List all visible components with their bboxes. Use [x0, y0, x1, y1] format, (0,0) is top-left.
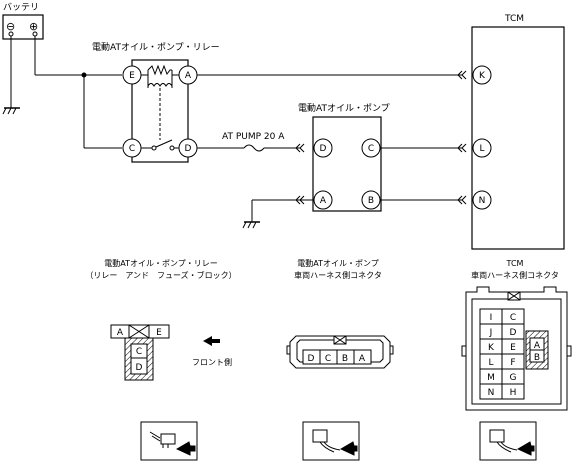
relay-connector-illustration: [140, 421, 198, 461]
relay-coil: [141, 64, 179, 88]
relay-pin-a: A: [185, 71, 192, 81]
tcm-cell-k: K: [488, 343, 495, 353]
tcm-cell-a: A: [534, 341, 541, 351]
tcm-connector-title-1: TCM: [506, 259, 524, 268]
tcm-pin-n: N: [479, 196, 486, 206]
relay-box: [131, 59, 189, 163]
pump-cell-a: A: [359, 354, 366, 364]
tcm-cell-c: C: [510, 313, 516, 323]
front-label: フロント側: [192, 357, 232, 367]
relay-label: 電動ATオイル・ポンプ・リレー: [92, 42, 220, 53]
battery-plus: ⊕: [29, 20, 38, 33]
tcm-cell-l: L: [488, 358, 493, 368]
relay-cell-a: A: [117, 328, 124, 338]
tcm-pin-l: L: [479, 144, 484, 154]
tcm-connector-illustration: [479, 421, 537, 461]
pump-cell-c: C: [325, 354, 331, 364]
tcm-pin-l-circle: [472, 138, 492, 158]
relay-pin-e: E: [129, 71, 135, 81]
relay-cell-e: E: [156, 328, 162, 338]
battery-terminal-plus: [32, 31, 38, 37]
tcm-cell-h: H: [510, 388, 517, 398]
pump-connector-title-2: 車両ハーネス側コネクタ: [294, 270, 382, 280]
tcm-cell-d: D: [510, 328, 517, 338]
relay-cell-c: C: [136, 347, 142, 357]
ground-symbol-battery: [2, 107, 20, 115]
tcm-cell-i: I: [490, 313, 493, 323]
relay-connector-title-1: 電動ATオイル・ポンプ・リレー: [104, 259, 218, 268]
pump-connector-illustration: [302, 421, 360, 461]
pump-pin-c: C: [368, 144, 374, 154]
relay-connector-title-2: （リレー アンド フューズ・ブロック）: [85, 270, 236, 280]
pump-box: [312, 116, 382, 212]
tcm-pin-k-circle: [472, 65, 492, 85]
tcm-cell-j: J: [489, 328, 493, 338]
battery-minus: ⊖: [6, 20, 15, 33]
tcm-box: [471, 26, 565, 250]
pump-pin-d: D: [320, 144, 327, 154]
battery-terminal-minus: [8, 31, 14, 37]
pump-pin-d-circle: [313, 138, 333, 158]
pump-pin-b: B: [368, 196, 374, 206]
tcm-cell-e: E: [510, 343, 516, 353]
relay-connector-view: [110, 324, 170, 381]
tcm-cell-n: N: [488, 388, 495, 398]
connector-mark: [295, 143, 305, 153]
tcm-cell-f: F: [510, 358, 515, 368]
pump-pin-a: A: [320, 196, 327, 206]
tcm-pin-k: K: [479, 71, 486, 81]
relay-switch: [141, 139, 179, 151]
relay-pin-d: D: [185, 144, 192, 154]
tcm-cell-m: M: [487, 373, 495, 383]
ground-symbol-pump: [242, 221, 260, 229]
pump-cell-d: D: [308, 354, 315, 364]
relay-pin-c: C: [129, 144, 135, 154]
pump-connector-view: [286, 335, 394, 369]
pump-cell-b: B: [342, 354, 348, 364]
connector-mark: [457, 195, 467, 205]
tcm-connector-view: [461, 286, 572, 411]
tcm-connector-title-2: 車両ハーネス側コネクタ: [471, 270, 559, 280]
connector-mark: [457, 70, 467, 80]
tcm-pin-n-circle: [472, 190, 492, 210]
relay-cell-d: D: [136, 363, 143, 373]
battery-label: バッテリ: [3, 2, 39, 13]
tcm-cell-g: G: [510, 373, 517, 383]
tcm-label: TCM: [504, 14, 524, 24]
fuse-label: AT PUMP 20 A: [222, 132, 285, 142]
pump-label: 電動ATオイル・ポンプ: [298, 103, 390, 114]
tcm-cell-b: B: [534, 353, 540, 363]
pump-connector-title-1: 電動ATオイル・ポンプ: [297, 259, 379, 268]
connector-mark: [457, 143, 467, 153]
fuse-symbol: [243, 144, 265, 152]
front-arrow-icon: [203, 336, 220, 346]
